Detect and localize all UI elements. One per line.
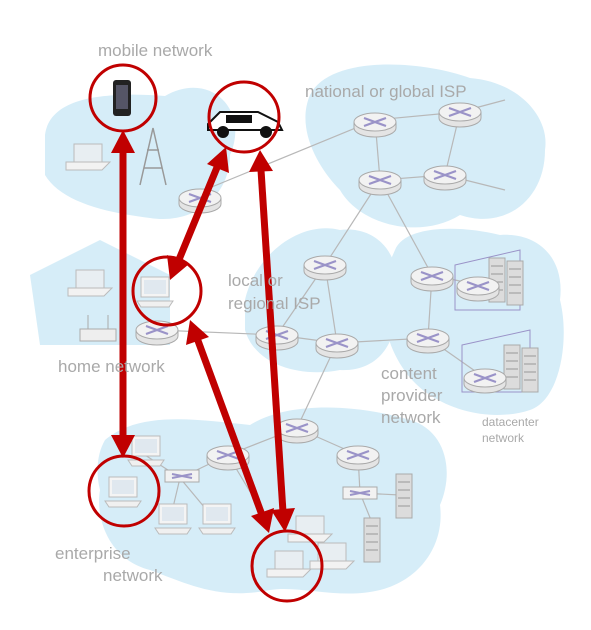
datacenter-icon [454,249,539,393]
server-icon [395,473,413,519]
content-provider-label-line3: network [381,408,441,427]
arrow-phone-enterprise [111,130,135,458]
desktop-pc-icon [198,503,236,535]
server-icon [363,517,381,563]
router-icon [274,417,320,445]
router-icon [302,254,348,282]
cell-tower-icon [139,127,167,186]
switch-icon [164,469,200,483]
desktop-pc-icon [127,435,165,467]
home-pc-highlight [131,255,203,327]
mobile-network-label: mobile network [98,41,213,60]
enterprise-label-line1: enterprise [55,544,131,563]
local-isp-label-line1: local or [228,271,283,290]
desktop-pc-icon [136,276,174,308]
router-icon [405,327,451,355]
car-highlight [207,80,281,154]
router-icon [462,367,508,395]
desktop-pc-icon [154,503,192,535]
highlighted-hosts [87,63,324,603]
content-provider-label-line1: content [381,364,437,383]
devices [65,101,539,570]
cellphone-icon [113,80,131,116]
arrow-car-enterprise-laptop [249,150,295,532]
content-provider-label-line2: provider [381,386,443,405]
router-icon [455,275,501,303]
router-icon [357,169,403,197]
router-icon [254,324,300,352]
switch-icon [342,486,378,500]
router-icon [422,164,468,192]
arrow-home-enterprise-laptop [186,320,274,533]
local-isp-label-line2: regional ISP [228,294,321,313]
arrow-car-home [167,147,229,280]
home-network-label: home network [58,357,165,376]
enterprise-laptop-highlight [250,529,324,603]
desktop-pc-icon [104,476,142,508]
highlight-circles [87,63,324,603]
national-isp-label: national or global ISP [305,82,467,101]
router-icon [437,101,483,129]
datacenter-label-line2: network [482,431,525,445]
router-icon [409,265,455,293]
router-icon [335,444,381,472]
mobile-network-cloud [45,87,236,220]
car-icon [207,111,284,138]
communication-arrows [111,130,295,533]
wifi-access-point-icon [79,315,117,342]
enterprise-label-line2: network [103,566,163,585]
router-icon [352,111,398,139]
router-icon [314,332,360,360]
datacenter-label-line1: datacenter [482,415,539,429]
